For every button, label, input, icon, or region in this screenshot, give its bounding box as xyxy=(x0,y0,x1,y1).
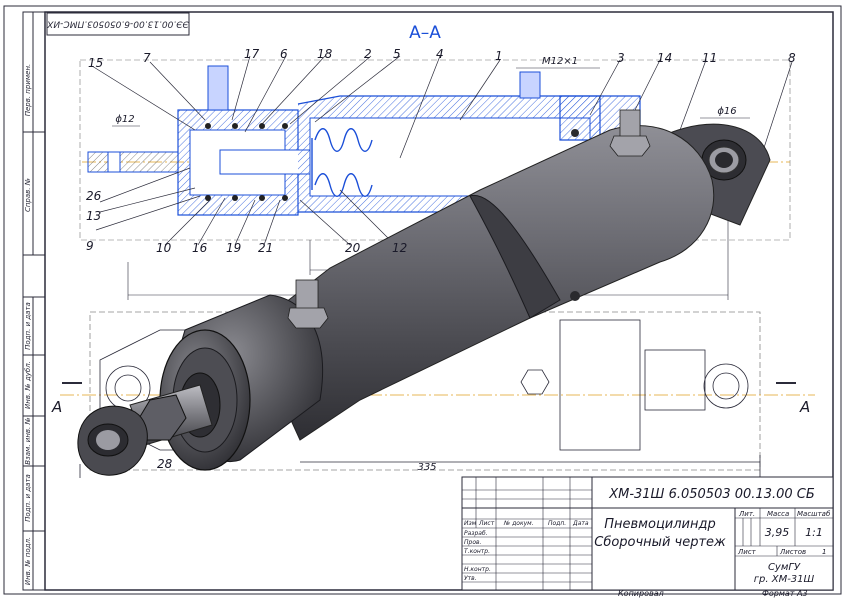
outer-frame xyxy=(3,5,842,595)
lit-label: Лит. xyxy=(738,510,755,518)
title-block xyxy=(461,476,834,591)
role-utv: Утв. xyxy=(464,575,477,582)
role-nkontr: Н.контр. xyxy=(464,566,491,573)
callout-20: 20 xyxy=(345,241,361,255)
footer-copied: Копировал xyxy=(618,589,664,598)
sheets-value: 1 xyxy=(822,548,826,556)
callout-13: 13 xyxy=(86,209,101,223)
scale-value: 1:1 xyxy=(805,526,823,539)
callout-11: 11 xyxy=(702,51,717,65)
cut-label-right: А xyxy=(799,398,810,416)
callout-21: 21 xyxy=(258,241,273,255)
col-podp: Подп. xyxy=(548,520,566,527)
title-block-texts: ХМ-31Ш 6.050503 00.13.00 СБ Пневмоцилинд… xyxy=(464,487,831,598)
drawing-designation: ХМ-31Ш 6.050503 00.13.00 СБ xyxy=(608,487,815,502)
strip-label-3: Подп. и дата xyxy=(24,302,32,350)
callout-2: 2 xyxy=(364,47,372,61)
drawing-name-2: Сборочный чертеж xyxy=(594,535,726,550)
left-side-strip xyxy=(22,11,46,591)
cut-label-left: А xyxy=(51,398,62,416)
strip-label-7: Инв. № подл. xyxy=(24,537,32,585)
sheets-label: Листов xyxy=(779,548,806,556)
sheet-label: Лист xyxy=(737,548,757,556)
strip-label-6: Подп. и дата xyxy=(24,474,32,522)
callout-9: 9 xyxy=(86,239,94,253)
callout-8: 8 xyxy=(788,51,796,65)
org-line-2: гр. ХМ-31Ш xyxy=(754,574,815,585)
bottom-callouts: 26 13 9 10 16 19 21 20 12 28 xyxy=(86,189,407,471)
callout-1: 1 xyxy=(495,49,503,63)
col-list: Лист xyxy=(478,520,495,527)
callout-3: 3 xyxy=(617,51,625,65)
corner-stamp-text: ЭЭ.00.13.00-6.050503.ПМС-ИХ xyxy=(46,19,189,29)
cylinder-3d-model xyxy=(77,109,771,476)
dimension-labels: M12×1 ϕ12 ϕ16 335 А А xyxy=(51,56,810,473)
org-line-1: СумГУ xyxy=(768,562,801,573)
dim-335: 335 xyxy=(417,462,436,473)
col-dokum: № докум. xyxy=(503,520,534,527)
callout-10: 10 xyxy=(156,241,172,255)
top-callouts: 15 7 17 6 18 2 5 4 1 3 14 11 8 xyxy=(88,47,796,70)
mass-value: 3,95 xyxy=(765,526,790,539)
dim-d12: ϕ12 xyxy=(115,114,134,125)
mass-label: Масса xyxy=(767,510,789,518)
role-prov: Пров. xyxy=(464,539,482,546)
role-tkontr: Т.контр. xyxy=(464,548,490,555)
col-data: Дата xyxy=(572,520,589,527)
callout-18: 18 xyxy=(317,47,333,61)
callout-26: 26 xyxy=(86,189,102,203)
callout-14: 14 xyxy=(657,51,672,65)
drawing-name-1: Пневмоцилиндр xyxy=(604,517,716,532)
dim-thread: M12×1 xyxy=(542,56,578,67)
callout-7: 7 xyxy=(143,51,151,65)
strip-label-5: Взам. инв. № xyxy=(24,417,32,465)
col-izm: Изм xyxy=(464,520,477,527)
role-razrab: Разраб. xyxy=(464,530,488,537)
callout-5: 5 xyxy=(393,47,401,61)
scale-label: Масштаб xyxy=(797,510,831,518)
section-title: А–А xyxy=(409,23,441,43)
callout-16: 16 xyxy=(192,241,208,255)
footer-format: Формат А3 xyxy=(762,589,808,598)
callout-15: 15 xyxy=(88,56,103,70)
callout-6: 6 xyxy=(280,47,288,61)
callout-4: 4 xyxy=(436,47,444,61)
strip-label-1: Перв. примен. xyxy=(24,64,32,117)
dim-d16: ϕ16 xyxy=(717,106,736,117)
callout-19: 19 xyxy=(226,241,241,255)
strip-label-2: Справ. № xyxy=(24,178,32,212)
corner-stamp-box xyxy=(46,12,190,36)
callout-17: 17 xyxy=(244,47,260,61)
strip-label-4: Инв. № дубл. xyxy=(24,361,32,409)
callout-28: 28 xyxy=(157,457,173,471)
callout-12: 12 xyxy=(392,241,407,255)
